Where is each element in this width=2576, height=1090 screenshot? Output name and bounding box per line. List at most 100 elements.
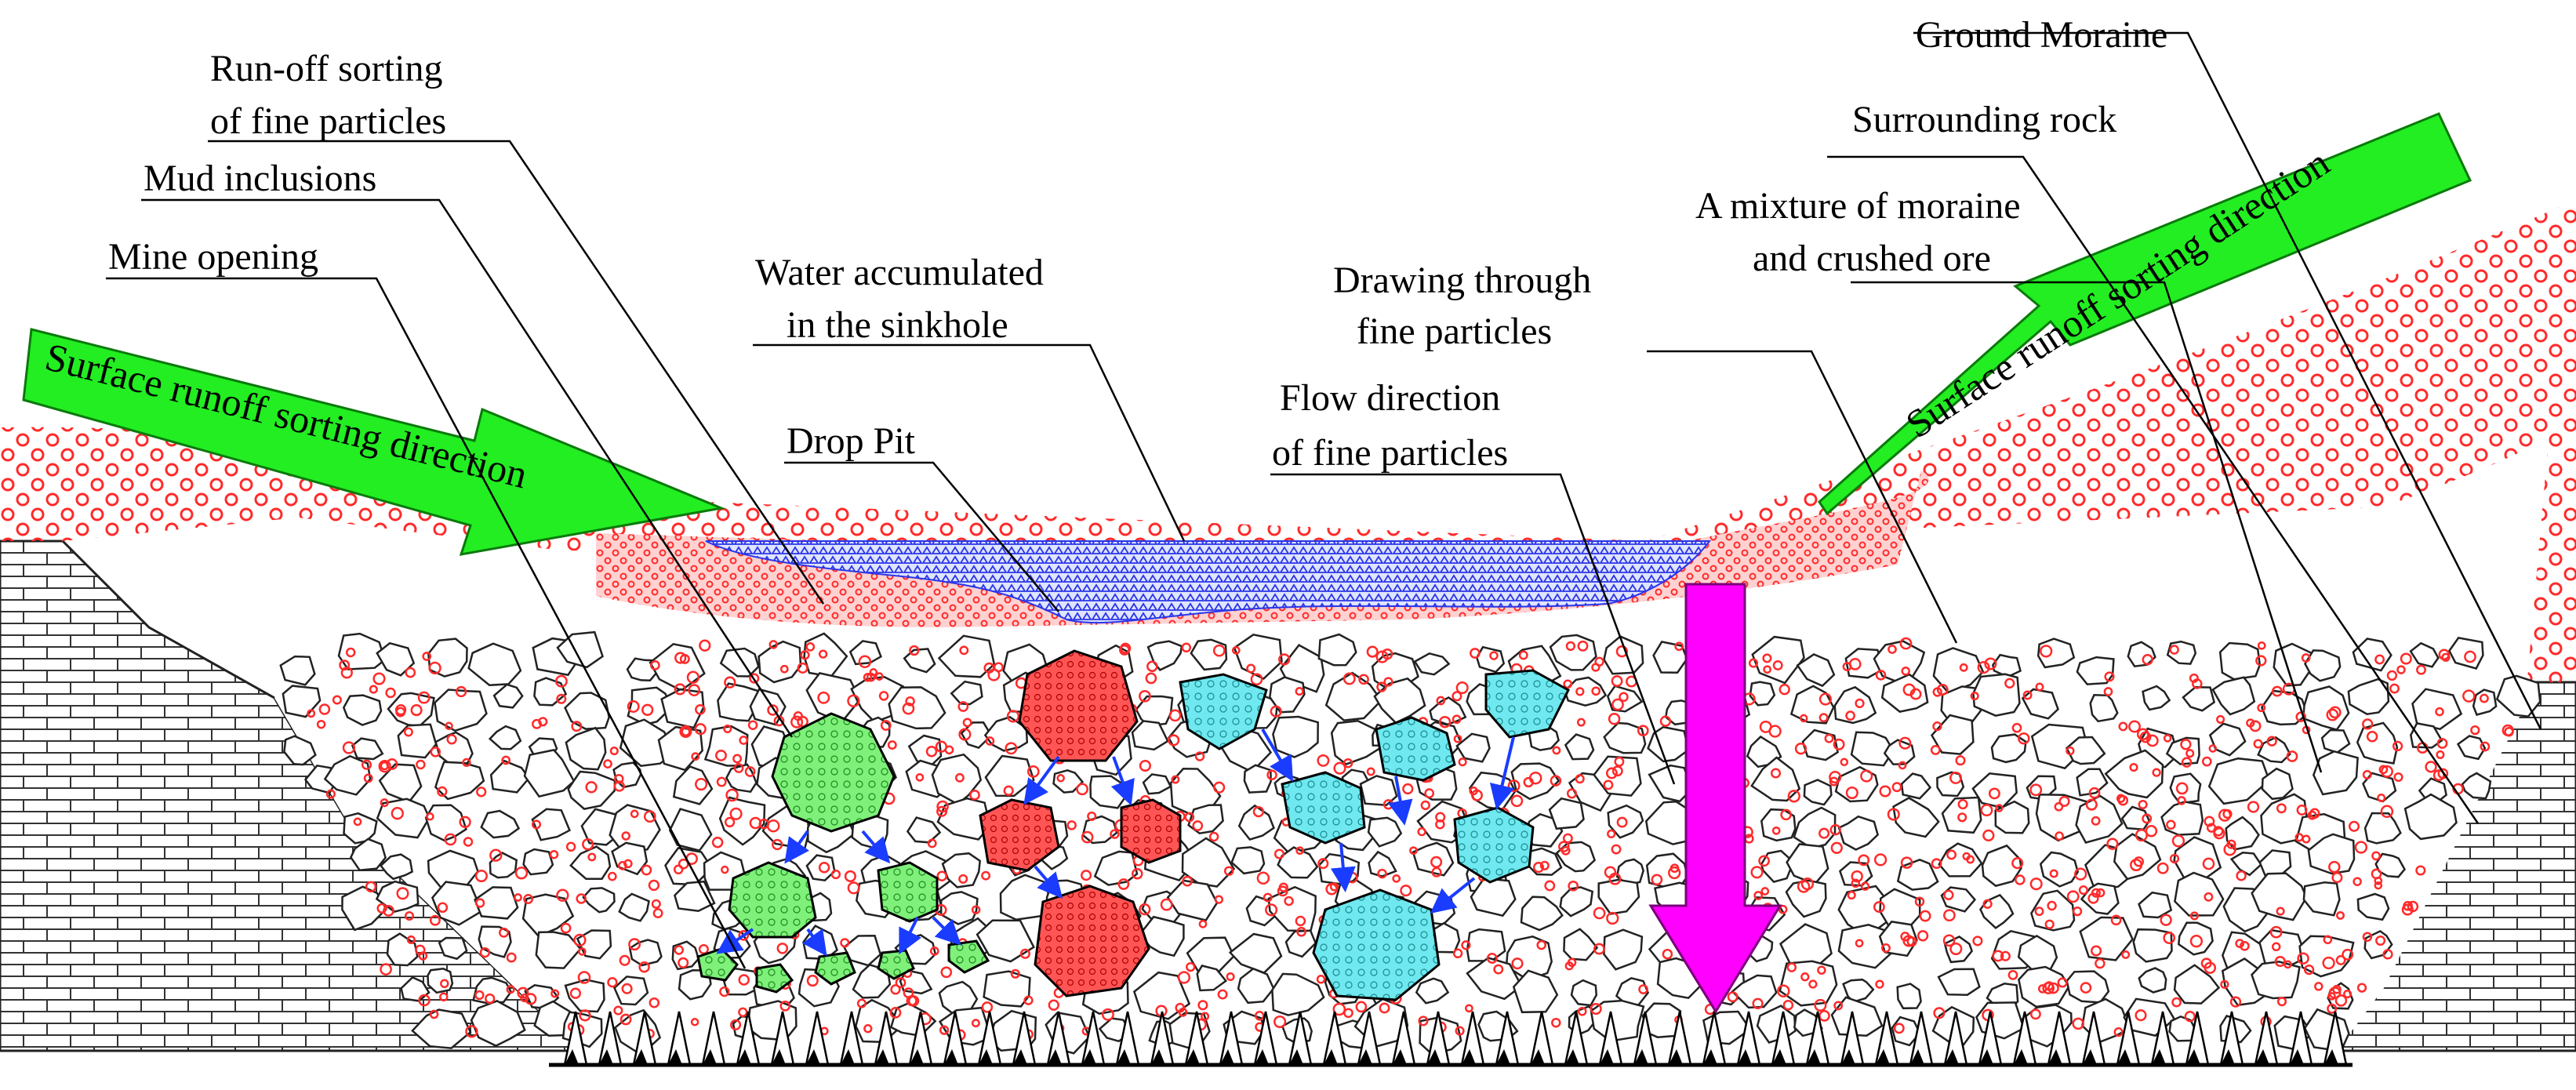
fine-particle	[2138, 799, 2148, 810]
rock-fragment	[758, 640, 802, 684]
fine-particle	[1006, 710, 1020, 723]
fine-particle	[1523, 776, 1534, 788]
rock-fragment	[1979, 893, 2015, 929]
fine-particle	[2327, 1003, 2338, 1014]
fine-particle	[2072, 1017, 2084, 1030]
fine-particle	[2011, 857, 2024, 870]
svg-text:A mixture of moraine: A mixture of moraine	[1695, 185, 2021, 227]
fine-particle	[1424, 788, 1435, 798]
fine-particle	[474, 898, 485, 908]
fine-particle	[1400, 885, 1412, 897]
fine-particle	[1855, 939, 1864, 948]
fine-particle	[1355, 1001, 1368, 1013]
rock-fragment	[2168, 1015, 2197, 1042]
ground-moraine-layer	[0, 200, 2576, 682]
fine-particle	[2007, 970, 2018, 980]
fine-particle	[1383, 677, 1393, 687]
drawpoint-tooth-base	[1945, 1049, 1959, 1065]
rock-fragment	[2302, 685, 2350, 732]
fine-particle	[571, 721, 583, 732]
rock-fragment	[950, 680, 983, 706]
fine-particle	[1465, 1004, 1473, 1013]
fine-particle	[1851, 878, 1861, 888]
fine-particle	[2152, 768, 2161, 777]
fine-particle	[2223, 843, 2236, 856]
svg-text:and crushed ore: and crushed ore	[1753, 238, 1991, 279]
rock-fragment	[489, 759, 530, 794]
fine-particle	[1906, 936, 1917, 947]
fine-particle	[1409, 846, 1418, 856]
fine-particle	[1879, 785, 1891, 798]
fine-particle	[1119, 644, 1130, 656]
rock-fragment	[1187, 804, 1224, 835]
fine-particle	[1201, 1012, 1210, 1021]
drawpoint-tooth-base	[1324, 1049, 1338, 1065]
svg-text:Run-off sorting: Run-off sorting	[210, 48, 442, 89]
drawpoint-teeth	[563, 1011, 2348, 1066]
fine-particle	[1590, 1002, 1602, 1016]
fine-particle	[927, 838, 937, 848]
rock-fragment	[1271, 972, 1325, 1016]
fine-particle	[1575, 774, 1585, 784]
fine-particle	[2377, 793, 2386, 803]
rock-fragment	[1830, 996, 1884, 1037]
fine-particle	[1873, 853, 1887, 867]
fine-particle	[2504, 726, 2514, 737]
svg-text:Flow direction: Flow direction	[1280, 377, 1500, 419]
fine-particle	[2047, 900, 2057, 911]
rock-fragment	[2174, 871, 2225, 917]
fine-particle	[2145, 825, 2158, 837]
fine-particle	[437, 786, 448, 798]
drawpoint-tooth-base	[1979, 1049, 1993, 1065]
drawpoint-tooth-base	[1738, 1049, 1752, 1065]
fine-particle	[2235, 939, 2245, 948]
rock-fragment	[673, 880, 716, 912]
fine-particle	[1787, 790, 1800, 803]
fine-particle	[985, 736, 995, 746]
rock-fragment	[1941, 796, 1982, 834]
fine-particle	[1593, 943, 1605, 955]
fine-particle	[531, 819, 542, 830]
fine-particle	[1402, 783, 1414, 795]
rock-fragment	[1563, 928, 1599, 961]
fine-particle	[652, 908, 663, 919]
fine-particle	[1316, 975, 1326, 984]
fine-particle	[2142, 654, 2153, 666]
fine-particle	[1615, 645, 1629, 658]
drawpoint-tooth-base	[1393, 1049, 1407, 1065]
fine-particle	[2441, 652, 2451, 662]
fine-particle	[1917, 930, 1929, 942]
fine-particle-flow-arrows	[716, 728, 1515, 957]
fine-particle	[940, 966, 953, 979]
fine-particle	[1591, 663, 1600, 672]
fine-particle	[818, 862, 830, 874]
fine-particle	[2087, 892, 2099, 904]
fine-particle	[520, 994, 529, 1003]
fine-particle	[1087, 811, 1097, 821]
fine-particle	[2044, 981, 2055, 991]
fine-particle	[969, 789, 980, 801]
fine-particle	[2029, 783, 2043, 797]
fine-particle	[525, 993, 537, 1005]
fine-particle	[1833, 1001, 1844, 1011]
rock-fragment	[2257, 736, 2291, 764]
fine-particle	[1616, 816, 1628, 828]
fine-particle	[445, 721, 453, 731]
fine-particle	[2110, 914, 2122, 926]
fine-particle	[1982, 899, 1993, 909]
drawpoint-tooth-base	[737, 1049, 751, 1065]
rock-fragment	[2356, 892, 2390, 921]
rock-fragment	[2409, 641, 2440, 668]
rock-fragment	[2207, 757, 2271, 805]
fine-particle	[2284, 960, 2292, 969]
fine-particle	[2309, 808, 2320, 819]
fine-particle	[1949, 772, 1962, 784]
fine-particle	[2374, 881, 2383, 890]
rock-fragment	[939, 891, 979, 925]
rock-fragment	[2218, 641, 2262, 681]
fine-particle	[878, 691, 889, 701]
rock-fragment	[1943, 936, 1974, 964]
fine-particle	[627, 700, 640, 713]
drawpoint-tooth-base	[910, 1049, 924, 1065]
fine-particle	[1946, 849, 1957, 860]
